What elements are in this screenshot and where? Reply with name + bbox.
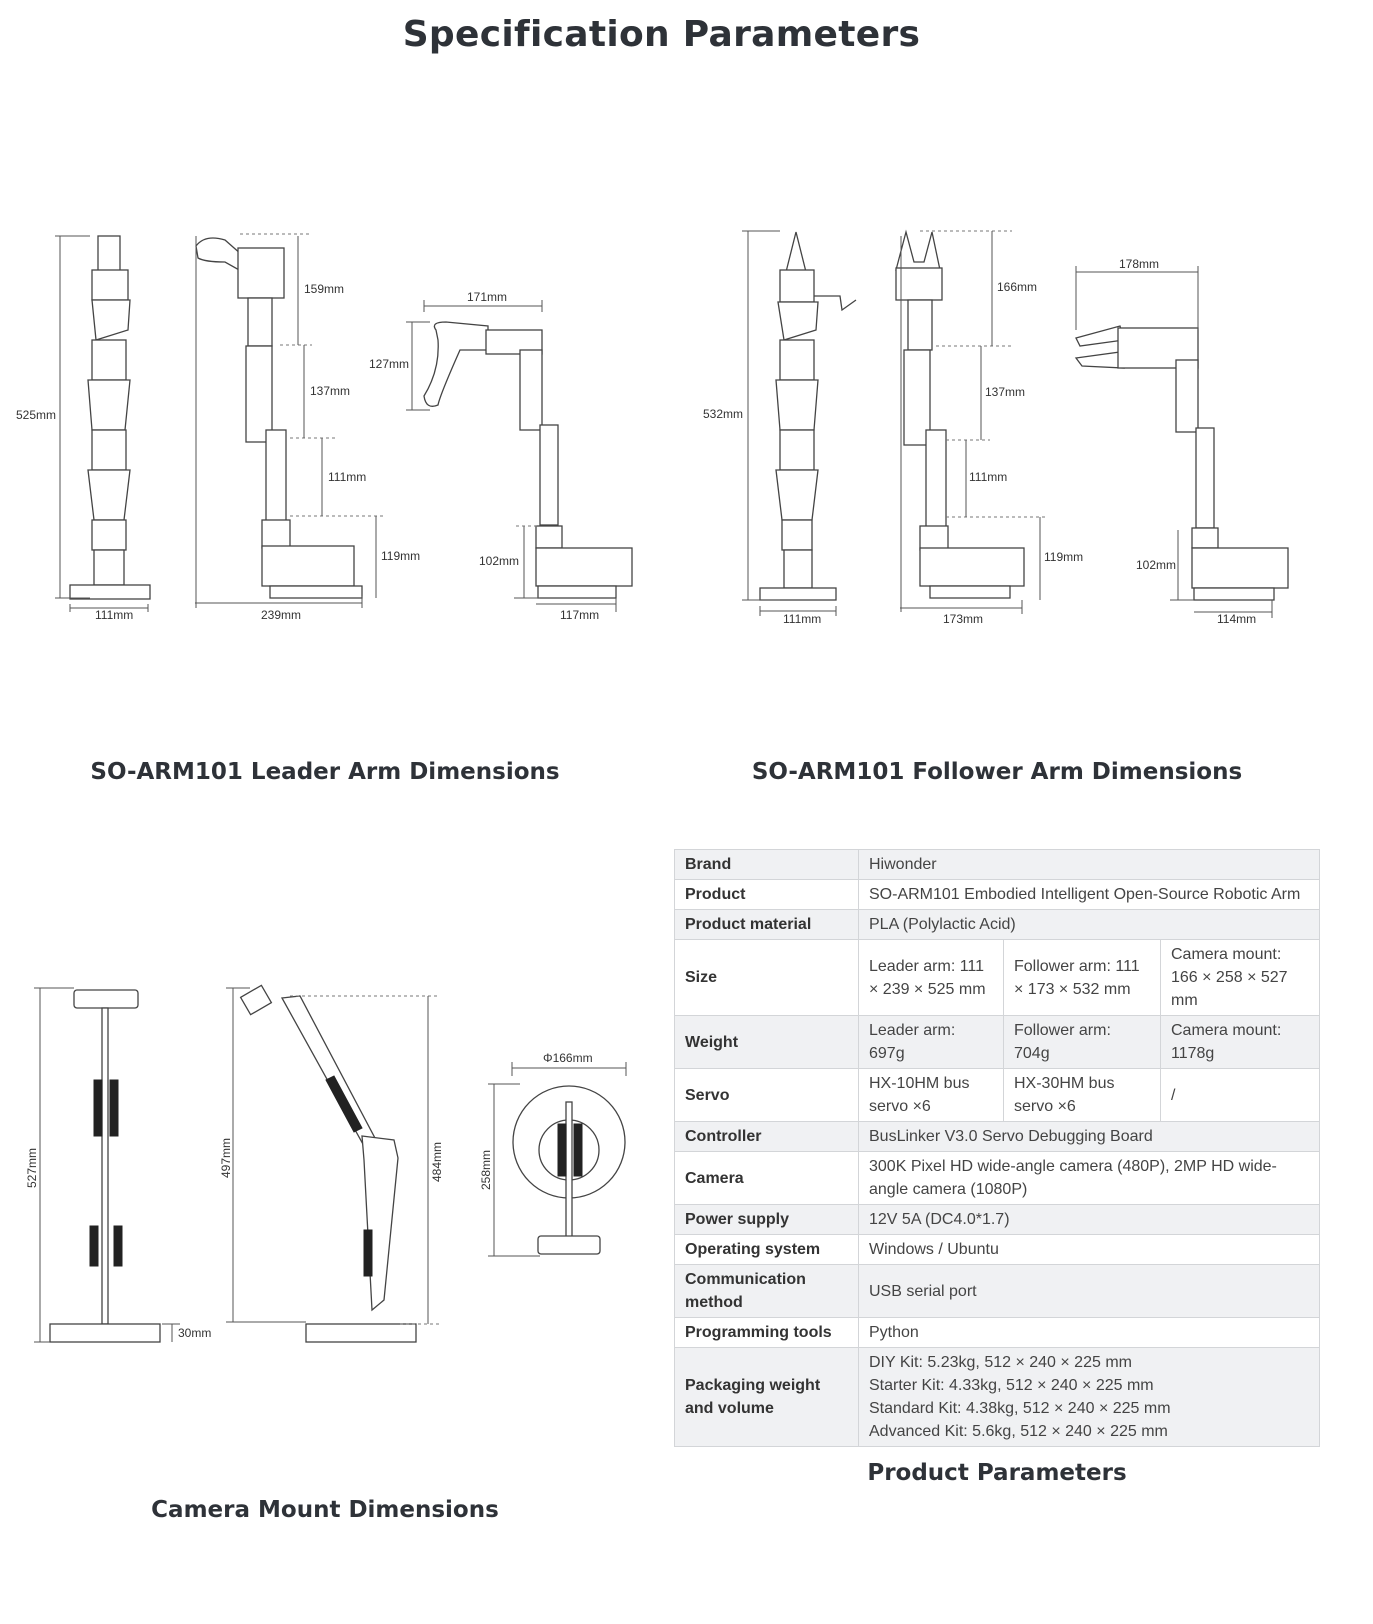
params-section-title: Product Parameters xyxy=(867,1460,1127,1486)
follower-arm-side-drawing xyxy=(895,229,1048,614)
leader-grip-width-label: 171mm xyxy=(467,290,507,304)
leader-side-width-label: 117mm xyxy=(560,608,599,622)
camera-top-height-label: 258mm xyxy=(479,1150,493,1190)
follower-side-base-label: 102mm xyxy=(1136,558,1176,572)
follower-top-seg-label: 166mm xyxy=(997,280,1037,294)
leader-base-width-label: 111mm xyxy=(95,608,133,622)
follower-reach-label: 173mm xyxy=(943,612,983,626)
leader-arm-front-drawing xyxy=(55,235,151,612)
follower-arm-gripper-drawing xyxy=(1074,266,1289,618)
follower-section-title: SO-ARM101 Follower Arm Dimensions xyxy=(751,759,1243,785)
camera-mount-top-drawing xyxy=(488,1062,627,1257)
leader-grip-height-label: 127mm xyxy=(369,357,409,371)
follower-height-label: 532mm xyxy=(703,407,743,421)
package-advanced: Advanced Kit: 5.6kg, 512 × 240 × 225 mm xyxy=(869,1423,1168,1440)
leader-base-seg-label: 119mm xyxy=(381,549,420,563)
leader-section-title: SO-ARM101 Leader Arm Dimensions xyxy=(90,759,560,785)
leader-low-seg-label: 111mm xyxy=(328,470,366,484)
camera-mount-front-drawing xyxy=(34,987,180,1343)
follower-base-width-label: 111mm xyxy=(783,612,821,626)
camera-pole-height-label: 484mm xyxy=(430,1142,444,1182)
package-standard: Standard Kit: 4.38kg, 512 × 240 × 225 mm xyxy=(869,1400,1171,1417)
leader-side-base-label: 102mm xyxy=(479,554,519,568)
leader-height-label: 525mm xyxy=(16,408,56,422)
camera-diameter-label: Φ166mm xyxy=(543,1051,593,1065)
camera-base-thickness-label: 30mm xyxy=(178,1326,211,1340)
package-diy: DIY Kit: 5.23kg, 512 × 240 × 225 mm xyxy=(869,1354,1132,1371)
leader-top-seg-label: 159mm xyxy=(304,282,344,296)
camera-mount-side-drawing xyxy=(226,984,440,1343)
follower-low-seg-label: 111mm xyxy=(969,470,1007,484)
camera-section-title: Camera Mount Dimensions xyxy=(151,1497,499,1523)
camera-side-height-label: 497mm xyxy=(219,1138,233,1178)
follower-grip-width-label: 178mm xyxy=(1119,257,1159,271)
package-starter: Starter Kit: 4.33kg, 512 × 240 × 225 mm xyxy=(869,1377,1154,1394)
leader-arm-gripper-drawing xyxy=(406,300,633,612)
leader-mid-seg-label: 137mm xyxy=(310,384,350,398)
follower-side-width-label: 114mm xyxy=(1217,612,1256,626)
page-title: Specification Parameters xyxy=(402,14,921,55)
follower-base-seg-label: 119mm xyxy=(1044,550,1083,564)
leader-reach-label: 239mm xyxy=(261,608,301,622)
table-row: Packaging weight and volume DIY Kit: 5.2… xyxy=(674,1347,1320,1447)
follower-arm-front-drawing xyxy=(742,230,857,616)
follower-mid-seg-label: 137mm xyxy=(985,385,1025,399)
camera-front-height-label: 527mm xyxy=(25,1148,39,1188)
leader-arm-side-drawing xyxy=(195,233,384,608)
